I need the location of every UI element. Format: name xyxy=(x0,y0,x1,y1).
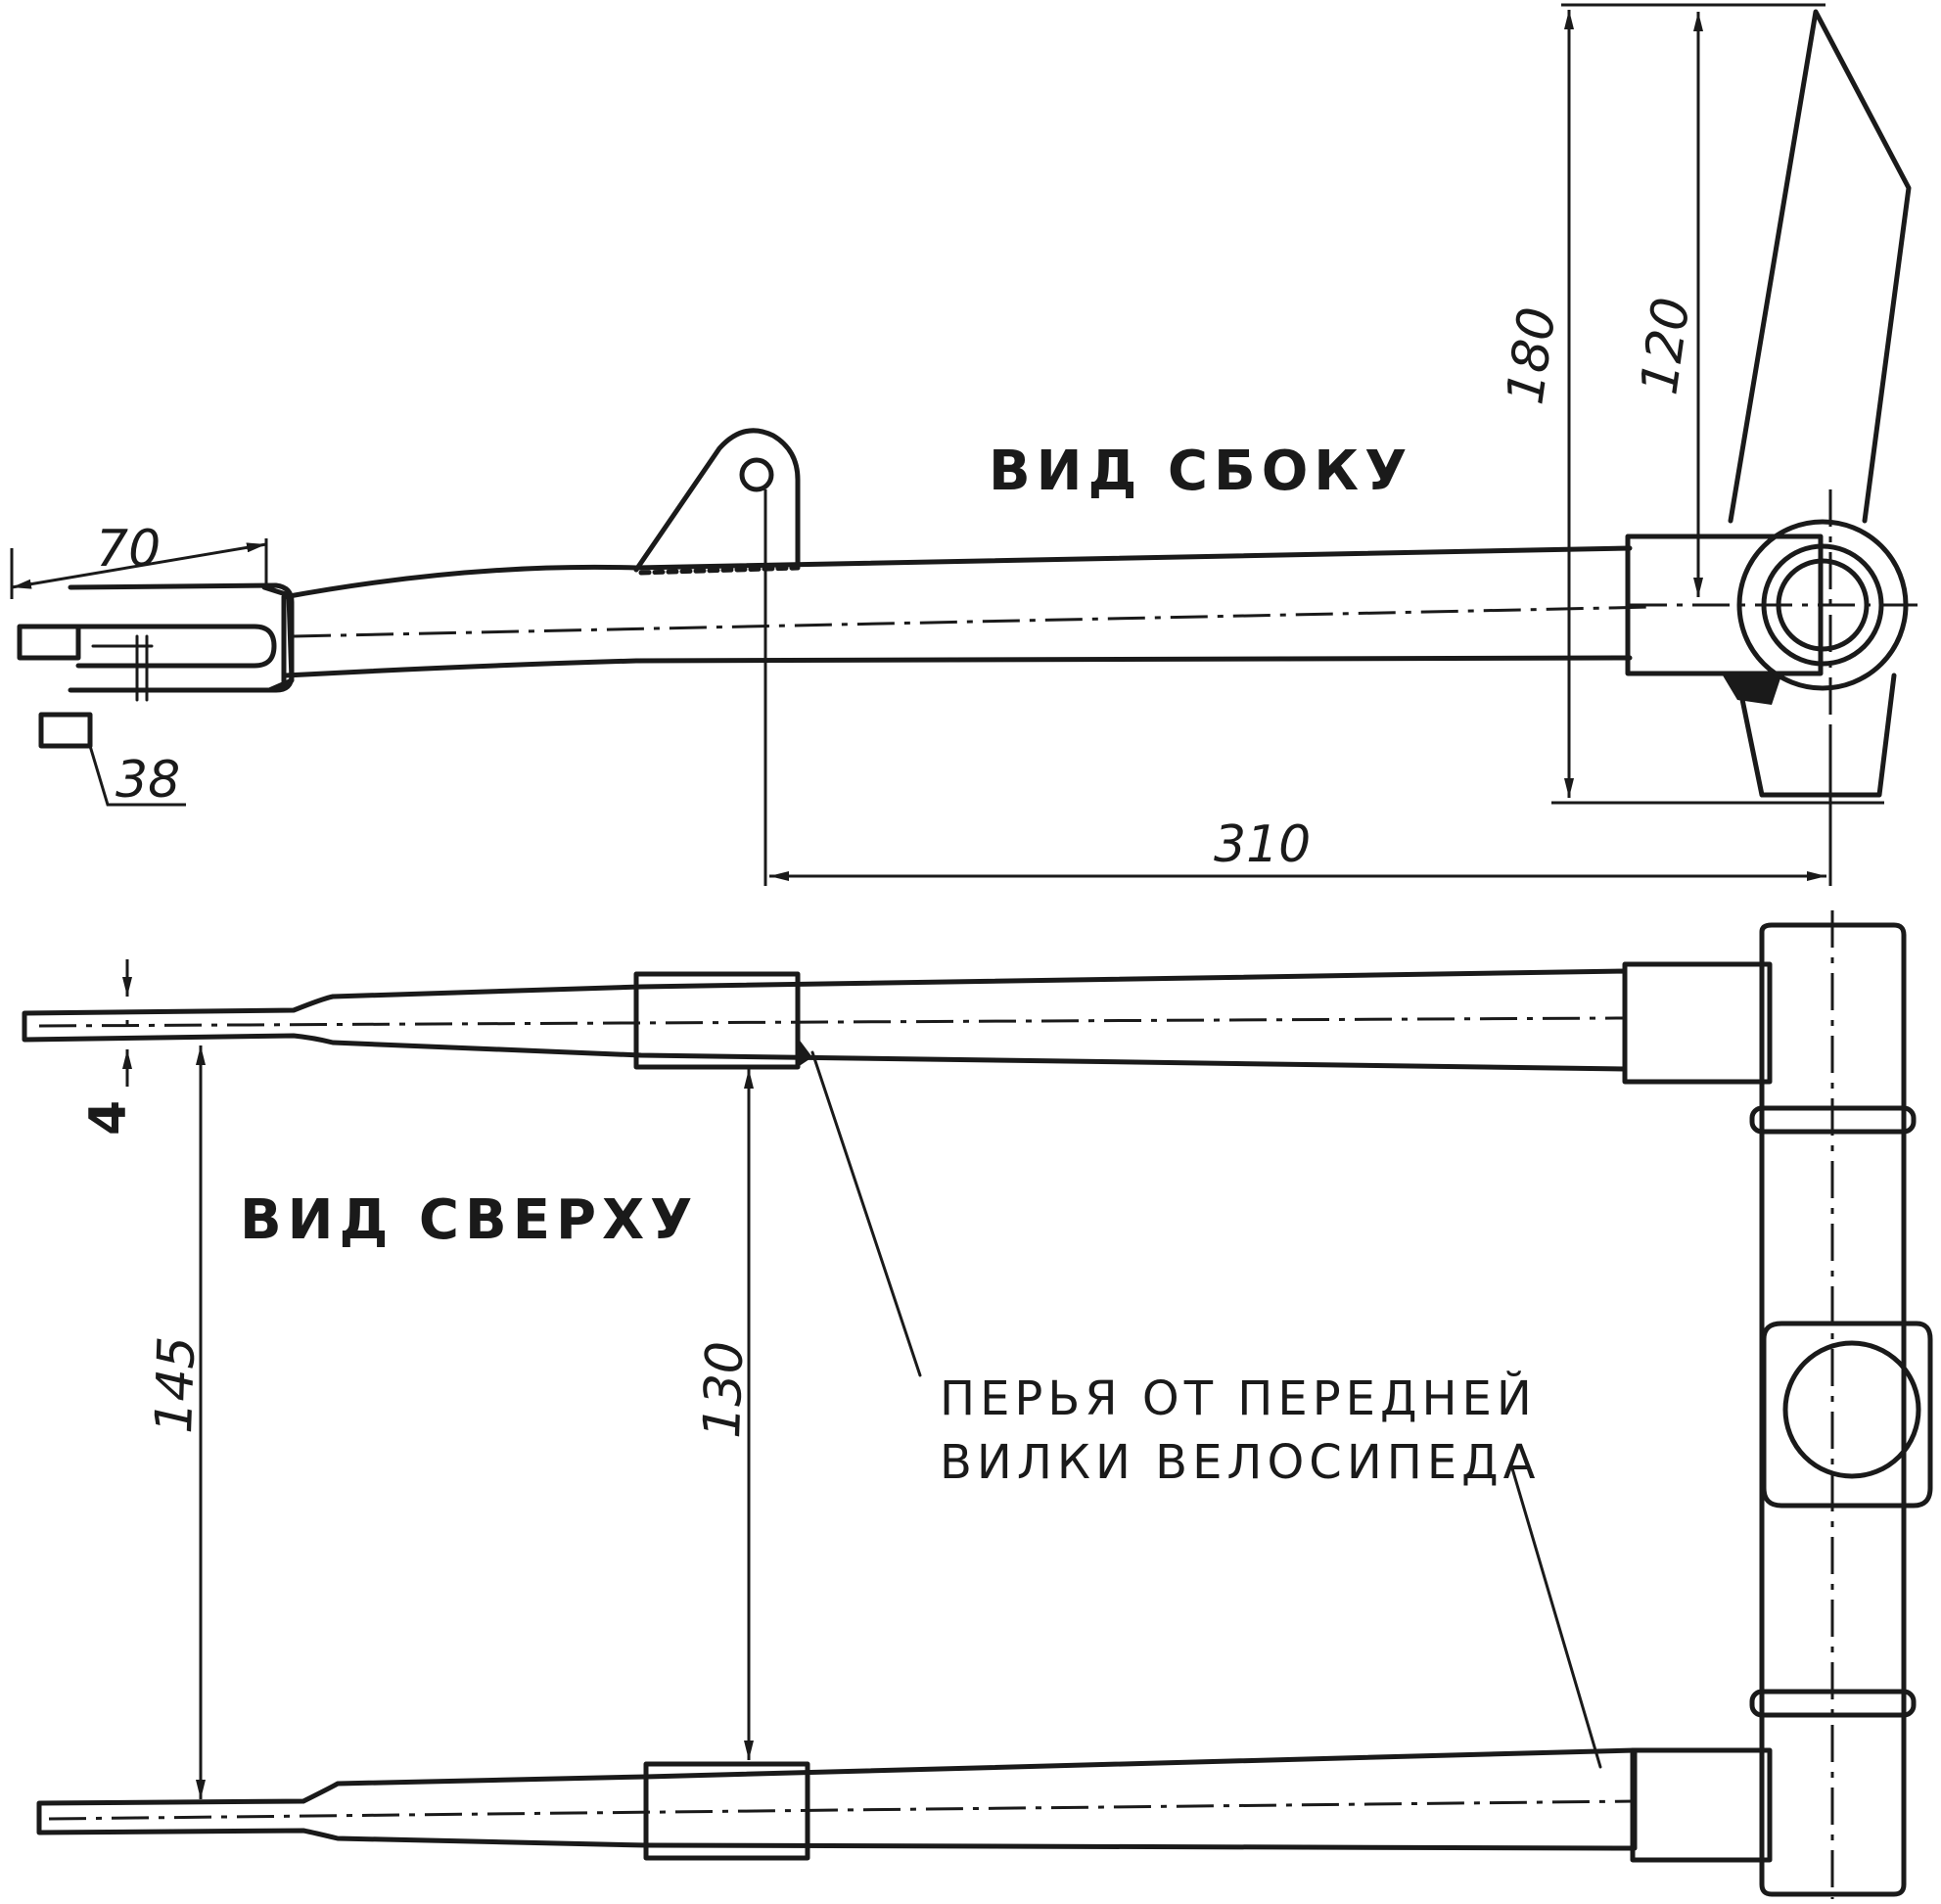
bracket-hole xyxy=(739,457,774,492)
side-dimensions: 70 38 180 120 310 xyxy=(10,3,1884,886)
fork-leg-lower xyxy=(36,1747,1773,1863)
top-dimensions: 4 145 130 xyxy=(79,959,755,1799)
dim-180: 180 xyxy=(1496,303,1567,408)
note-line-2: ВИЛКИ ВЕЛОСИПЕДА xyxy=(940,1435,1540,1490)
top-view-title: ВИД СВЕРХУ xyxy=(240,1188,698,1252)
note-line-1: ПЕРЬЯ ОТ ПЕРЕДНЕЙ xyxy=(940,1370,1537,1426)
dim-130: 130 xyxy=(693,1340,755,1439)
dim-145: 145 xyxy=(145,1335,207,1434)
top-view: ВИД СВЕРХУ xyxy=(22,910,1933,1899)
pivot-housing xyxy=(1625,489,1918,724)
dim-120: 120 xyxy=(1630,294,1701,398)
dim-4: 4 xyxy=(79,1100,138,1136)
dim-310: 310 xyxy=(1214,815,1311,874)
side-axis xyxy=(293,605,1655,638)
side-tube xyxy=(281,545,1633,678)
upright-plate xyxy=(1723,9,1912,798)
side-view-title: ВИД СБОКУ xyxy=(989,440,1412,503)
collar-upper xyxy=(1749,1105,1917,1135)
side-view: ВИД СБОКУ xyxy=(17,9,1918,798)
center-lug-bore xyxy=(1782,1340,1921,1479)
leader-line-upper xyxy=(810,1050,922,1377)
center-lug xyxy=(1761,1321,1933,1509)
dim-70: 70 xyxy=(96,520,161,579)
mount-bracket xyxy=(633,428,801,576)
rear-clevis xyxy=(17,582,295,749)
leader-line-lower xyxy=(1510,1466,1602,1769)
cross-tube xyxy=(1749,910,1933,1899)
dim-38: 38 xyxy=(116,751,180,810)
leg-note: ПЕРЬЯ ОТ ПЕРЕДНЕЙ ВИЛКИ ВЕЛОСИПЕДА xyxy=(810,1050,1602,1769)
collar-lower xyxy=(1749,1689,1917,1718)
fork-leg-upper xyxy=(22,961,1773,1085)
